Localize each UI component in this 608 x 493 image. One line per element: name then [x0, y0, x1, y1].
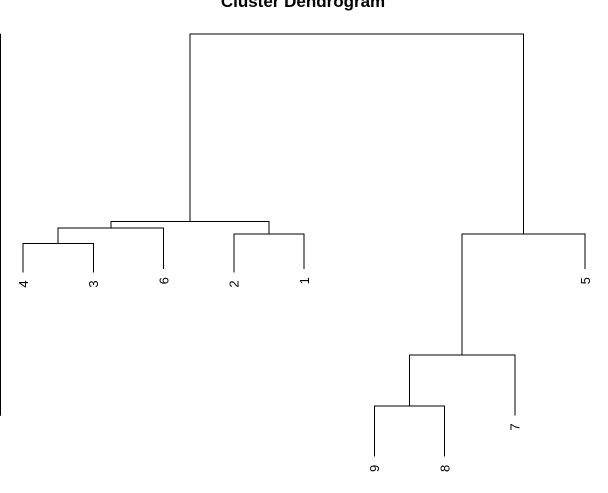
merge-link-0	[22, 243, 94, 273]
leaf-label-6: 6	[157, 277, 172, 284]
leaf-label-3: 3	[86, 280, 101, 287]
merge-link-7	[189, 33, 525, 235]
leaf-label-1: 1	[297, 277, 312, 284]
leaf-label-7: 7	[508, 423, 523, 430]
leaf-label-4: 4	[16, 280, 31, 287]
merge-link-1	[233, 233, 305, 273]
y-axis	[0, 33, 1, 416]
merge-link-2	[57, 227, 164, 270]
leaf-labels: 4 3 6 2 1 9 8 7 5	[16, 277, 593, 472]
dendrogram-links	[22, 33, 586, 457]
chart-title: Cluster Dendrogram	[221, 0, 385, 11]
merge-link-4	[373, 405, 445, 457]
leaf-label-8: 8	[438, 465, 453, 472]
merge-link-6	[461, 233, 586, 356]
leaf-label-2: 2	[227, 280, 242, 287]
leaf-label-9: 9	[367, 465, 382, 472]
leaf-label-5: 5	[578, 277, 593, 284]
